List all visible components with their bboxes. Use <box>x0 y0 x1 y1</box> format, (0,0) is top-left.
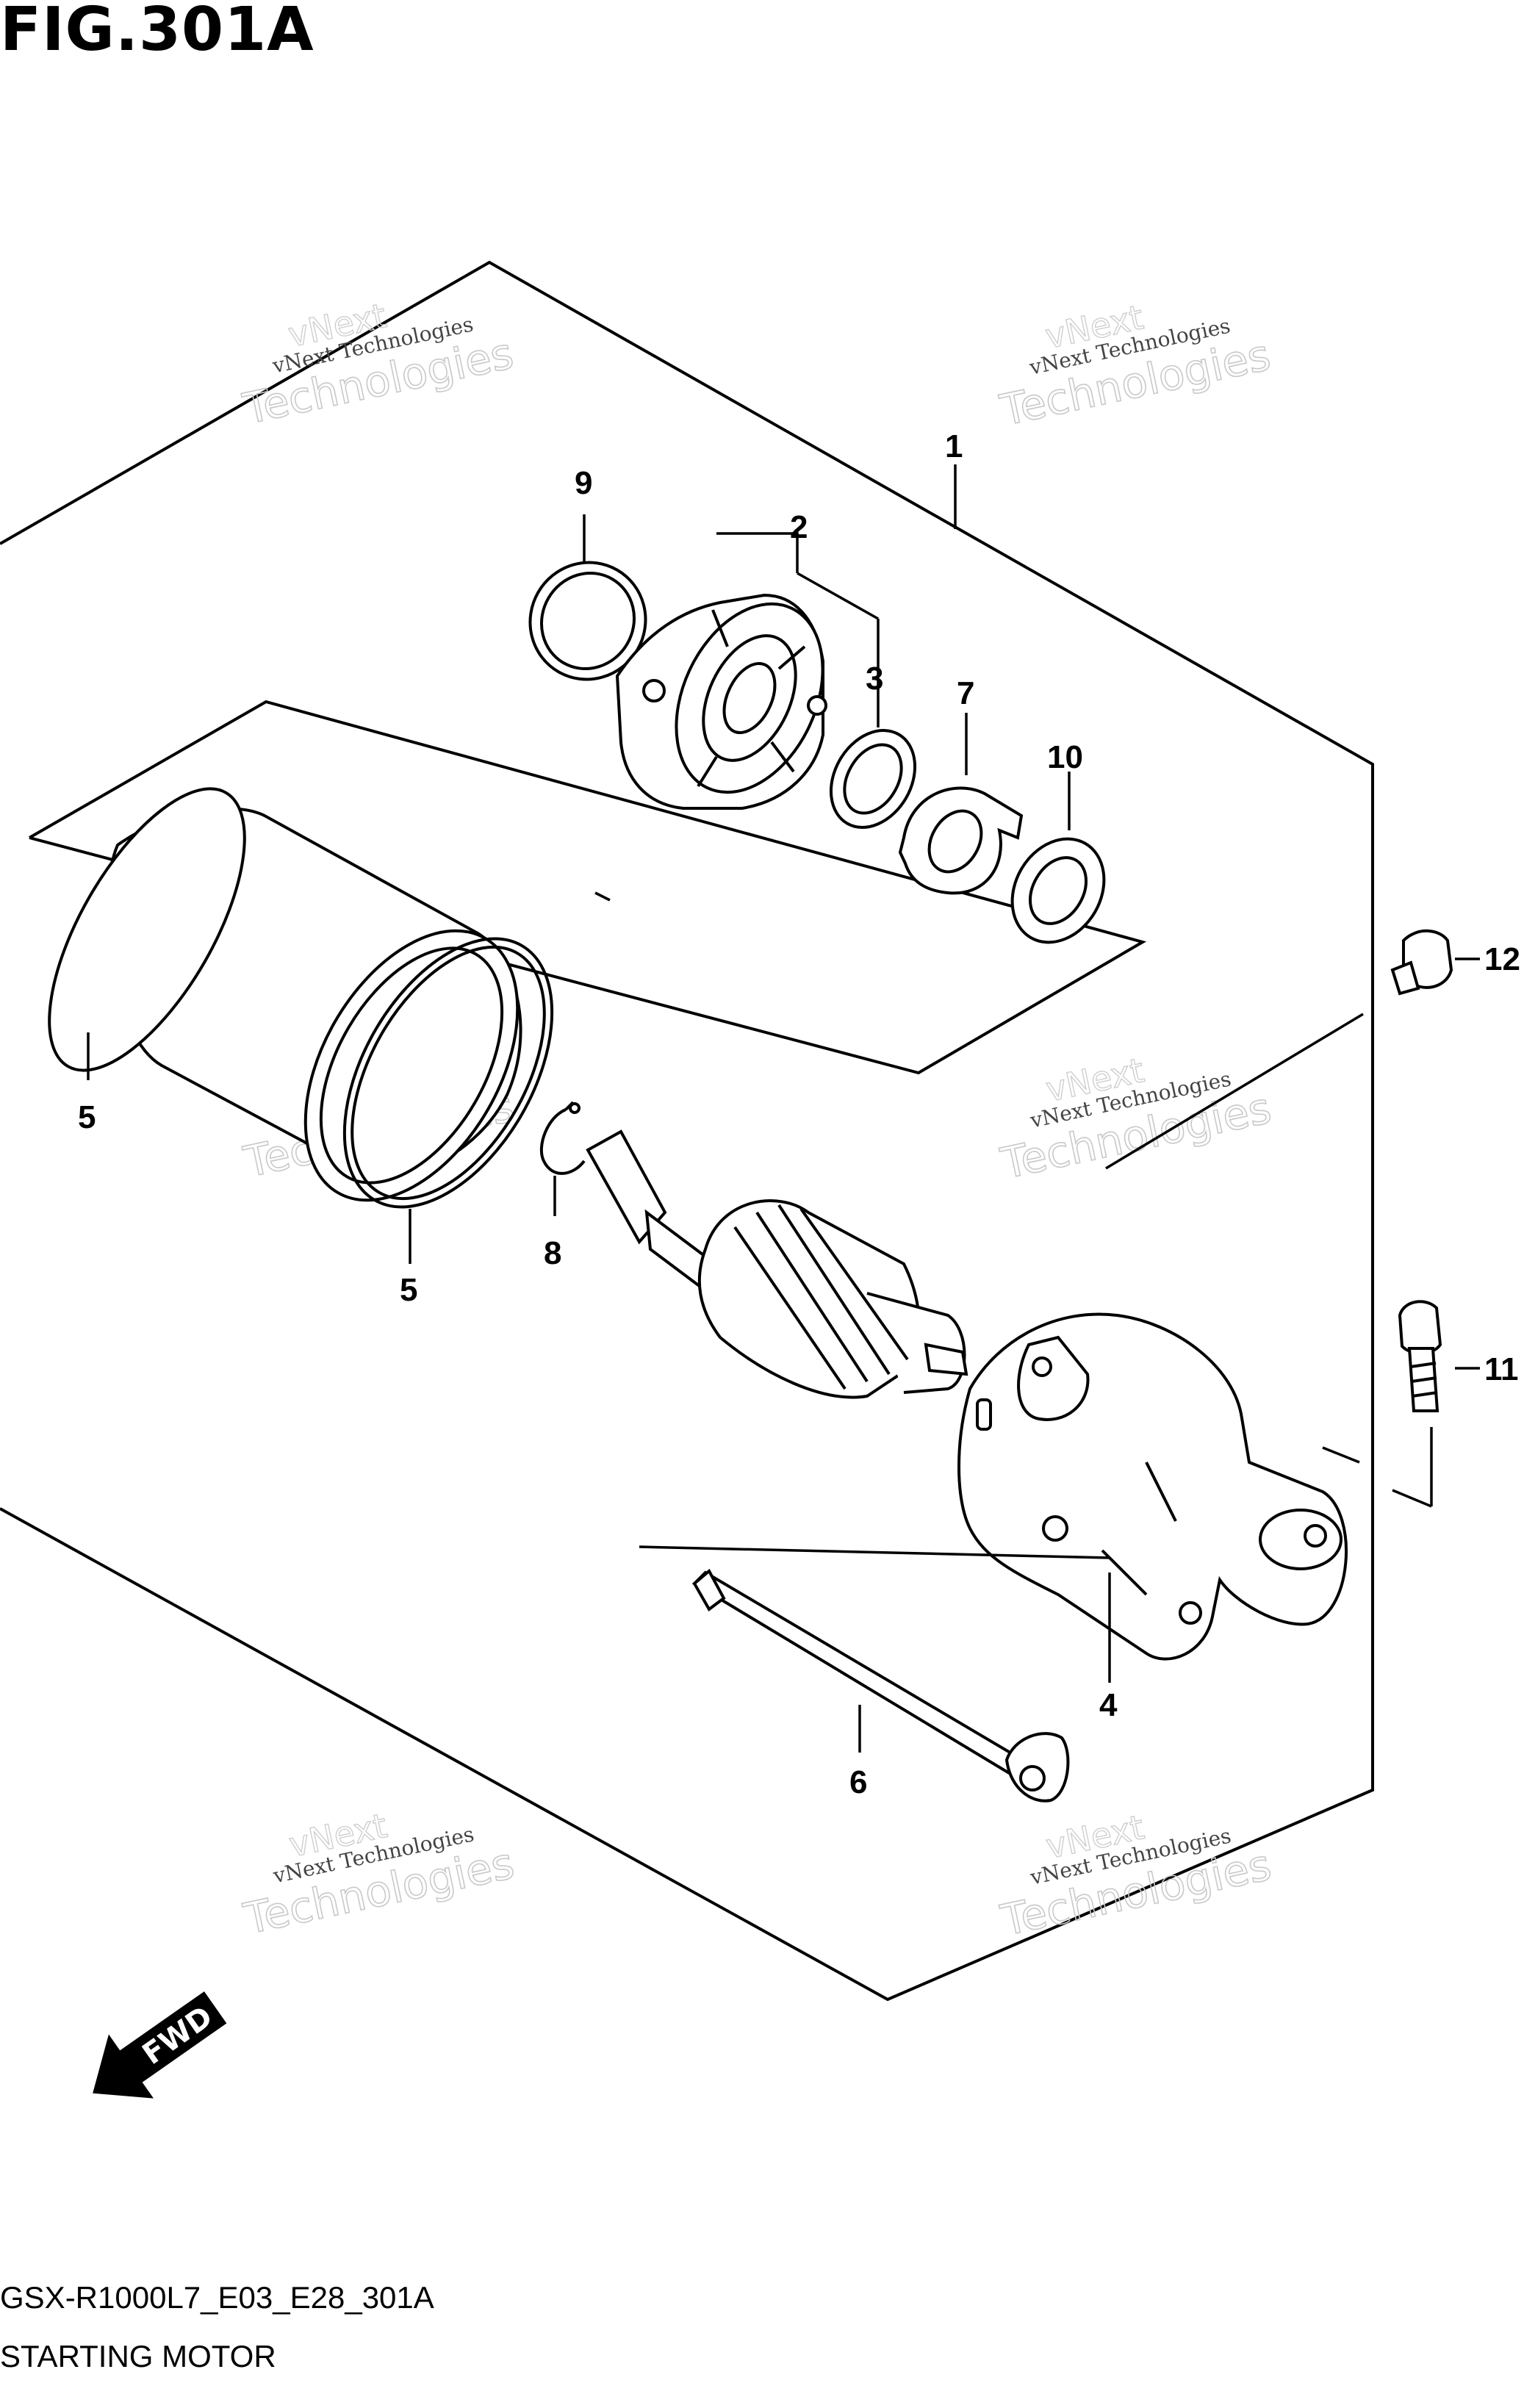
callout-9: 9 <box>575 465 592 501</box>
part-5-yoke-housing <box>48 787 522 1202</box>
callout-5-o-ring: 5 <box>400 1272 417 1308</box>
figure-code: GSX-R1000L7_E03_E28_301A <box>0 2280 434 2315</box>
part-12-cap <box>1390 929 1453 996</box>
part-6-through-bolt <box>691 1568 1070 1803</box>
callout-12: 12 <box>1484 941 1520 977</box>
watermark-mid-right: vNext vNext Technologies Technologies <box>996 1049 1276 1189</box>
part-11-bolt <box>1398 1300 1442 1412</box>
callout-4: 4 <box>1099 1687 1118 1723</box>
part-10-washer <box>1010 837 1106 944</box>
part-7-lock-washer <box>898 786 1024 895</box>
callout-3: 3 <box>866 661 883 697</box>
callout-8: 8 <box>544 1235 561 1271</box>
watermark-top-right: vNext vNext Technologies Technologies <box>995 297 1275 436</box>
part-3-oil-seal <box>829 729 917 829</box>
figure-title: FIG.301A <box>0 0 314 65</box>
armature <box>586 1129 968 1399</box>
part-5-o-ring-rear <box>342 937 554 1209</box>
callout-5-yoke: 5 <box>78 1099 96 1135</box>
forward-direction-arrow: FWD <box>93 1991 227 2099</box>
part-8-circlip <box>539 1101 586 1175</box>
leader-lines <box>87 464 1480 1753</box>
watermark-bottom-right: vNext vNext Technologies Technologies <box>996 1806 1276 1946</box>
callout-2: 2 <box>790 509 808 545</box>
callout-10: 10 <box>1047 739 1083 775</box>
figure-name: STARTING MOTOR <box>0 2339 276 2373</box>
callout-1: 1 <box>945 428 963 464</box>
callout-11: 11 <box>1484 1351 1519 1387</box>
watermark-bottom-left: vNext vNext Technologies Technologies <box>239 1805 519 1944</box>
watermark-top-left: vNext vNext Technologies Technologies <box>238 295 518 434</box>
part-2-front-cover <box>615 593 827 810</box>
callout-6: 6 <box>849 1764 867 1800</box>
callout-7: 7 <box>957 675 974 711</box>
callout-labels: 1 2 3 4 5 5 6 7 8 9 10 11 12 <box>78 428 1520 1800</box>
assembly-outline <box>0 260 1374 2002</box>
inner-bracket <box>29 700 1147 1075</box>
part-4-rear-cover <box>957 1312 1348 1661</box>
